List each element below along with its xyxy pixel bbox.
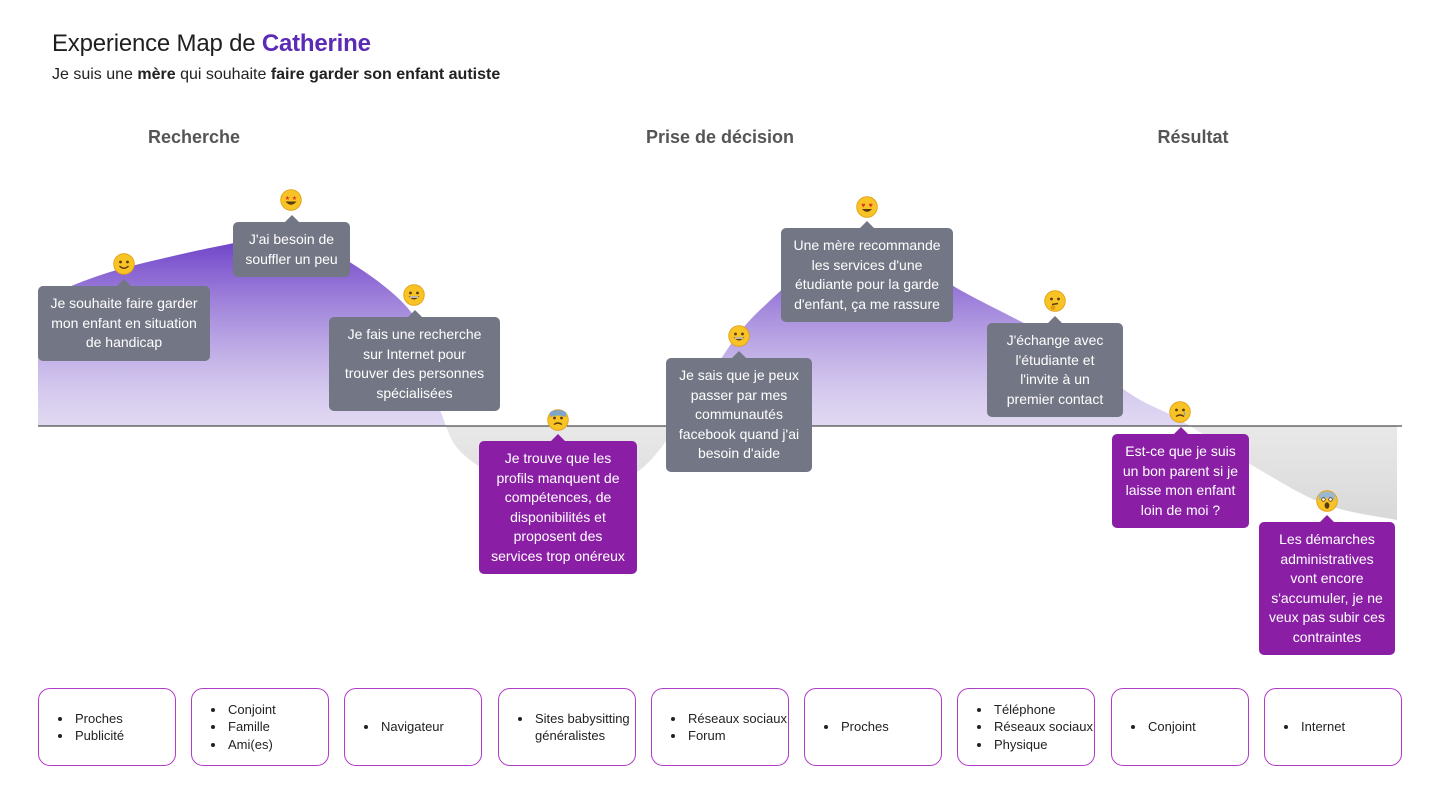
journey-step-text: Est-ce que je suis un bon parent si je l… [1122,443,1239,518]
channel-list: Navigateur [357,718,444,736]
channel-item: Téléphone [992,701,1093,719]
channel-item: Ami(es) [226,736,276,754]
channel-list: ConjointFamilleAmi(es) [204,701,276,754]
subtitle-part: Je suis une [52,66,138,83]
channel-item: Publicité [73,727,124,745]
svg-text:♥: ♥ [869,203,873,210]
journey-step-callout: Je fais une recherche sur Internet pour … [329,317,500,411]
journey-step-text: Je sais que je peux passer par mes commu… [678,367,800,461]
channel-item: Réseaux sociaux [686,710,787,728]
phase-heading-resultat: Résultat [1157,127,1229,147]
channel-item: Réseaux sociaux [992,718,1093,736]
thinking-face-icon [1044,290,1066,312]
channel-item: Physique [992,736,1093,754]
journey-step-text: Une mère recommande les services d'une é… [793,237,941,312]
channel-card: Sites babysitting généralistes [498,688,636,766]
journey-step-callout: J'ai besoin de souffler un peu [233,222,350,277]
channel-list: Réseaux sociauxForum [664,710,787,745]
subtitle-part-bold: faire garder son enfant autiste [270,66,501,83]
channel-item: Forum [686,727,787,745]
channel-card: Conjoint [1111,688,1249,766]
channel-card: ProchesPublicité [38,688,176,766]
channel-list: Proches [817,718,889,736]
crying-face-icon [1169,401,1191,423]
journey-step-text: J'ai besoin de souffler un peu [245,231,338,267]
heart-eyes-face-icon: ♥♥ [856,196,878,218]
journey-step-callout: J'échange avec l'étudiante et l'invite à… [987,323,1123,417]
channel-list: TéléphoneRéseaux sociauxPhysique [970,701,1093,754]
journey-step-callout: Les démarches administratives vont encor… [1259,522,1395,655]
svg-text:★: ★ [292,195,297,202]
journey-step-callout: Je trouve que les profils manquent de co… [479,441,637,574]
journey-step-text: Je trouve que les profils manquent de co… [491,450,625,564]
journey-step-text: J'échange avec l'étudiante et l'invite à… [1006,332,1104,407]
channel-card: Proches [804,688,942,766]
channel-item: Sites babysitting généralistes [533,710,635,745]
channel-card: TéléphoneRéseaux sociauxPhysique [957,688,1095,766]
page-title: Experience Map de Catherine [52,30,371,58]
channel-card: Navigateur [344,688,482,766]
channel-card: Réseaux sociauxForum [651,688,789,766]
negative-emotion-area [38,426,1397,520]
channel-item: Famille [226,718,276,736]
subtitle-part-bold: mère [137,66,176,83]
subtitle-part: qui souhaite [175,66,271,83]
journey-step-callout: Une mère recommande les services d'une é… [781,228,953,322]
journey-step-callout: Je souhaite faire garder mon enfant en s… [38,286,210,361]
channel-list: Internet [1277,718,1345,736]
channel-card: ConjointFamilleAmi(es) [191,688,329,766]
page-subtitle: Je suis une mère qui souhaite faire gard… [52,66,500,84]
title-prefix: Experience Map de [52,30,262,57]
channel-list: Conjoint [1124,718,1196,736]
channel-item: Proches [839,718,889,736]
svg-text:★: ★ [285,195,290,202]
channel-card: Internet [1264,688,1402,766]
phase-heading-decision: Prise de décision [645,127,795,147]
channel-item: Conjoint [226,701,276,719]
phase-heading-recherche: Recherche [147,127,241,147]
channel-list: Sites babysitting généralistes [511,710,635,745]
journey-step-text: Je souhaite faire garder mon enfant en s… [50,295,198,350]
grinning-face-icon [728,325,750,347]
journey-step-text: Je fais une recherche sur Internet pour … [344,326,485,401]
anxious-face-icon [547,409,569,431]
journey-step-callout: Est-ce que je suis un bon parent si je l… [1112,434,1249,528]
screaming-face-icon [1316,490,1338,512]
channel-item: Proches [73,710,124,728]
smiling-face-icon [113,253,135,275]
grinning-face-icon [403,284,425,306]
star-struck-face-icon: ★★ [280,189,302,211]
channel-item: Internet [1299,718,1345,736]
journey-step-text: Les démarches administratives vont encor… [1269,531,1385,645]
journey-step-callout: Je sais que je peux passer par mes commu… [666,358,812,472]
svg-text:♥: ♥ [861,203,865,210]
channel-item: Navigateur [379,718,444,736]
channel-item: Conjoint [1146,718,1196,736]
persona-name: Catherine [261,30,371,57]
channel-list: ProchesPublicité [51,710,124,745]
